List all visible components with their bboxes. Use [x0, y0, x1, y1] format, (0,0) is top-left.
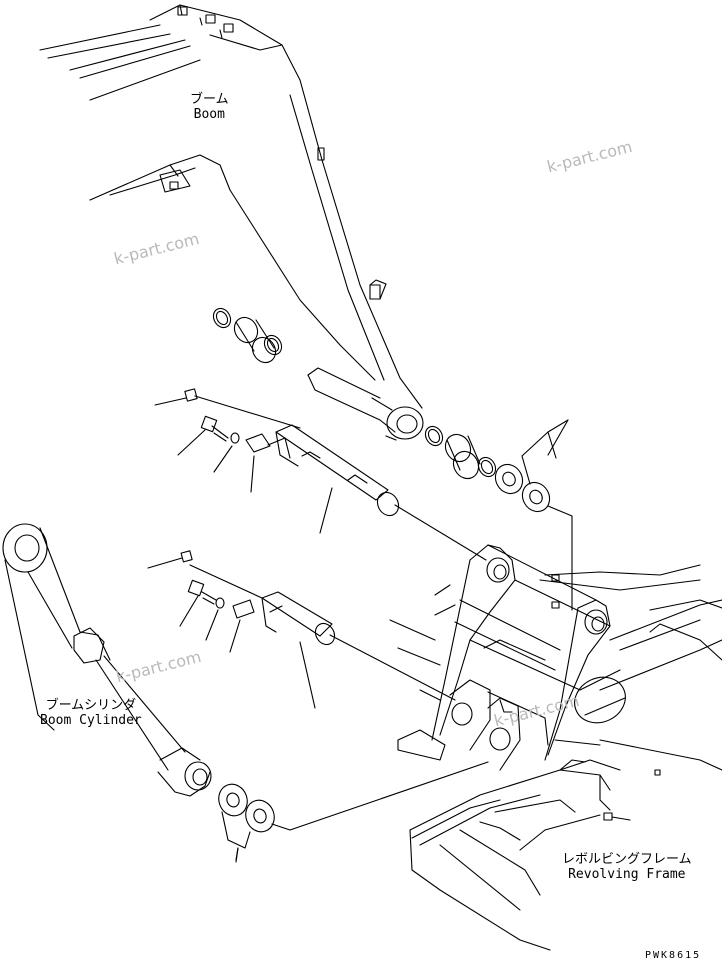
boom-cylinder-drawing — [2, 523, 212, 797]
boom-drawing — [39, 4, 424, 441]
boom-cylinder-label: ブームシリンダ Boom Cylinder — [40, 698, 142, 728]
leader-lines — [235, 419, 569, 863]
cylinder-shims — [218, 761, 489, 861]
boom-cylinder-label-jp: ブームシリンダ — [45, 698, 137, 713]
boom-bushing-right — [424, 419, 573, 611]
revolving-frame-label-en: Revolving Frame — [568, 867, 686, 882]
revolving-frame-drawing — [389, 544, 722, 951]
boom-label: ブーム Boom — [190, 92, 229, 122]
drawing-code: PWK8615 — [645, 950, 702, 961]
upper-pin-assembly — [154, 388, 487, 561]
boom-bushing-left — [212, 307, 283, 364]
revolving-frame-label-jp: レボルビングフレーム — [562, 852, 692, 867]
boom-cylinder-label-en: Boom Cylinder — [40, 713, 142, 728]
lower-pin-assembly — [147, 550, 456, 709]
boom-label-en: Boom — [193, 107, 225, 122]
revolving-frame-label: レボルビングフレーム Revolving Frame — [562, 852, 692, 882]
boom-label-jp: ブーム — [190, 92, 229, 107]
